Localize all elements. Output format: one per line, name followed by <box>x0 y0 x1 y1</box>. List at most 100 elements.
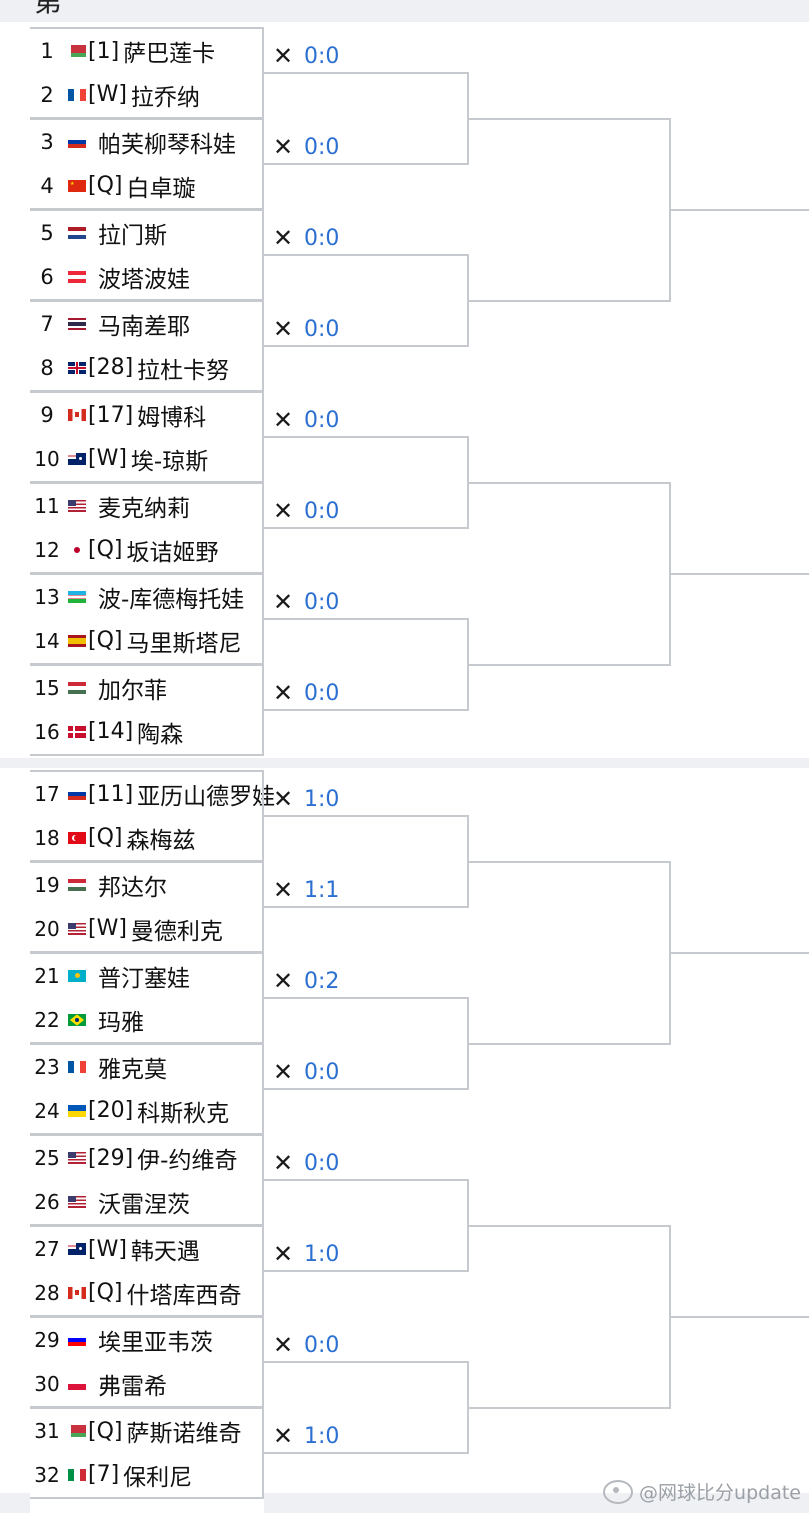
player-name[interactable]: 埃里亚韦茨 <box>98 1330 213 1356</box>
bracket-line <box>467 254 469 347</box>
match-score[interactable]: ✕0:0 <box>268 496 339 526</box>
player-row[interactable]: 27[W]韩天遇 <box>30 1225 264 1271</box>
match-score[interactable]: ✕0:0 <box>268 678 339 708</box>
player-name[interactable]: 韩天遇 <box>130 1239 200 1265</box>
player-row[interactable]: 8[28]拉杜卡努 <box>30 345 264 392</box>
player-name[interactable]: 马里斯塔尼 <box>126 630 242 657</box>
player-row[interactable]: 25[29]伊-约维奇 <box>30 1134 264 1180</box>
player-name[interactable]: 邦达尔 <box>98 875 167 901</box>
player-row[interactable]: 17[11]亚历山德罗娃 <box>30 770 275 816</box>
match-score[interactable]: ✕0:0 <box>268 587 339 617</box>
player-name[interactable]: 什塔库西奇 <box>126 1282 242 1309</box>
player-name[interactable]: 陶森 <box>137 721 184 748</box>
draw-position: 2 <box>40 82 54 107</box>
player-name[interactable]: 普汀塞娃 <box>98 966 190 992</box>
player-row[interactable]: 14[Q]马里斯塔尼 <box>30 618 264 665</box>
player-row[interactable]: 2[W]拉乔纳 <box>30 72 264 119</box>
crossed-rackets-icon: ✕ <box>272 1240 294 1268</box>
player-name[interactable]: 沃雷涅茨 <box>98 1191 190 1218</box>
player-name[interactable]: 波-库德梅托娃 <box>98 587 245 613</box>
match-box-border <box>262 1407 264 1499</box>
bracket-line <box>669 1224 671 1409</box>
player-row[interactable]: 20[W]曼德利克 <box>30 906 264 953</box>
player-row[interactable]: 1[1]萨巴莲卡 <box>30 27 264 73</box>
match-box-border <box>262 1043 264 1135</box>
player-row[interactable]: 31[Q]萨斯诺维奇 <box>30 1407 264 1453</box>
crossed-rackets-icon: ✕ <box>272 315 294 343</box>
player-row[interactable]: 10[W]埃-琼斯 <box>30 436 264 483</box>
match-score[interactable]: ✕0:0 <box>268 314 339 344</box>
player-name[interactable]: 拉杜卡努 <box>137 357 230 384</box>
match-score[interactable]: ✕0:2 <box>268 966 339 996</box>
player-name[interactable]: 马南差耶 <box>98 314 190 340</box>
player-row[interactable]: 12[Q]坂诘姬野 <box>30 527 264 574</box>
match-score[interactable]: ✕0:0 <box>268 41 339 71</box>
match-score[interactable]: ✕0:0 <box>268 132 339 162</box>
player-name[interactable]: 姆博科 <box>137 405 207 431</box>
player-name[interactable]: 曼德利克 <box>130 918 223 945</box>
player-name[interactable]: 雅克莫 <box>98 1057 167 1083</box>
match-score[interactable]: ✕1:1 <box>268 875 339 905</box>
match-score[interactable]: ✕0:0 <box>268 405 339 435</box>
player-name[interactable]: 萨斯诺维奇 <box>126 1421 242 1447</box>
player-name[interactable]: 亚历山德罗娃 <box>137 784 276 810</box>
flag-icon <box>68 227 86 239</box>
player-name[interactable]: 坂诘姬野 <box>126 539 219 566</box>
player-name[interactable]: 保利尼 <box>123 1464 193 1491</box>
player-name[interactable]: 科斯秋克 <box>137 1100 230 1127</box>
player-row[interactable]: 16[14]陶森 <box>30 709 264 756</box>
bracket-line <box>264 72 469 74</box>
match-score[interactable]: ✕1:0 <box>268 784 339 814</box>
player-name[interactable]: 森梅兹 <box>126 827 196 854</box>
player-row[interactable]: 18[Q]森梅兹 <box>30 815 264 862</box>
player-name[interactable]: 拉门斯 <box>98 223 167 249</box>
match-score[interactable]: ✕1:0 <box>268 1421 339 1451</box>
player-row[interactable]: 9[17]姆博科 <box>30 391 264 437</box>
match-score[interactable]: ✕0:0 <box>268 1330 339 1360</box>
player-name[interactable]: 帕芙柳琴科娃 <box>98 132 236 158</box>
player-row[interactable]: 28[Q]什塔库西奇 <box>30 1270 264 1317</box>
bracket-line <box>467 618 469 711</box>
player-name[interactable]: 麦克纳莉 <box>98 496 190 522</box>
player-name[interactable]: 萨巴莲卡 <box>123 41 216 67</box>
match-score[interactable]: ✕0:0 <box>268 1148 339 1178</box>
bracket-line <box>669 117 671 302</box>
player-name[interactable]: 玛雅 <box>98 1009 144 1036</box>
match-score[interactable]: ✕0:0 <box>268 1057 339 1087</box>
player-row[interactable]: 4★[Q]白卓璇 <box>30 163 264 210</box>
player-name[interactable]: 白卓璇 <box>126 175 196 202</box>
flag-icon <box>68 922 86 935</box>
entry-tag: [11] <box>88 781 134 807</box>
player-name[interactable]: 弗雷希 <box>98 1373 167 1400</box>
bracket-line <box>469 481 671 484</box>
match-score[interactable]: ✕0:0 <box>268 223 339 253</box>
player-name[interactable]: 埃-琼斯 <box>130 448 209 475</box>
player-name[interactable]: 波塔波娃 <box>98 266 190 293</box>
head-to-head-score: 0:0 <box>304 225 340 251</box>
flag-icon <box>68 500 86 512</box>
player-row[interactable]: 32[7]保利尼 <box>30 1452 264 1499</box>
player-name[interactable]: 拉乔纳 <box>130 84 200 111</box>
player-name[interactable]: 加尔菲 <box>98 678 167 704</box>
match-score[interactable]: ✕1:0 <box>268 1239 339 1269</box>
bracket-line <box>469 1406 671 1409</box>
player-name[interactable]: 伊-约维奇 <box>137 1148 238 1174</box>
flag-icon <box>68 270 86 283</box>
flag-icon <box>68 788 86 800</box>
player-row[interactable]: 24[20]科斯秋克 <box>30 1088 264 1135</box>
flag-icon <box>68 452 86 465</box>
